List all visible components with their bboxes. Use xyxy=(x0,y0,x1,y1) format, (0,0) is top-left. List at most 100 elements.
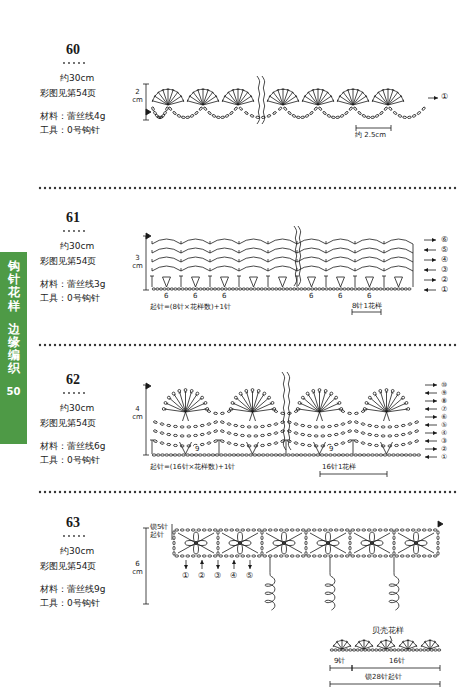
edging-chart-63 xyxy=(186,555,190,557)
edging-chart-60 xyxy=(344,111,348,115)
edging-chart-60 xyxy=(199,107,203,111)
edging-chart-62 xyxy=(306,392,309,395)
edging-chart-60 xyxy=(172,111,176,115)
edging-chart-61 xyxy=(268,259,269,262)
edging-chart-60 xyxy=(343,92,353,105)
edging-chart-62 xyxy=(261,454,265,456)
edging-chart-62 xyxy=(308,454,312,456)
edging-chart-63 xyxy=(305,536,307,540)
row-arrow xyxy=(425,391,437,395)
edging-chart-60 xyxy=(268,89,299,101)
shell-pattern-sample xyxy=(430,640,431,649)
edging-chart-60 xyxy=(388,101,403,105)
dotted-separator xyxy=(349,187,351,189)
edging-chart-60 xyxy=(151,107,154,111)
edging-chart-60 xyxy=(283,96,296,105)
number-dots xyxy=(83,230,85,232)
dotted-separator xyxy=(209,491,211,493)
dimension-line xyxy=(330,681,440,687)
edging-chart-62 xyxy=(361,409,365,413)
dotted-separator xyxy=(224,491,226,493)
edging-chart-61 xyxy=(268,276,269,287)
dotted-separator xyxy=(444,491,446,493)
edging-chart-63 xyxy=(285,541,295,546)
edging-chart-63 xyxy=(263,529,267,531)
break-line xyxy=(262,76,265,124)
edging-chart-62 xyxy=(387,454,391,456)
edging-chart-62 xyxy=(301,433,305,436)
dotted-separator xyxy=(334,344,336,346)
edging-chart-61 xyxy=(152,250,153,253)
number-dots xyxy=(73,392,75,394)
shell-pattern-sample xyxy=(359,642,364,649)
dotted-separator xyxy=(269,491,271,493)
edging-chart-63 xyxy=(290,555,294,557)
dotted-separator xyxy=(94,491,96,493)
edging-chart-63 xyxy=(219,529,223,531)
edging-chart-62 xyxy=(312,454,316,456)
edging-chart-63 xyxy=(285,529,289,531)
tool-note: 工具：0号钩针 xyxy=(40,598,100,608)
edging-chart-63 xyxy=(356,529,360,531)
edging-chart-60 xyxy=(308,92,318,105)
edging-chart-60 xyxy=(207,111,211,115)
edging-chart-63 xyxy=(349,552,351,556)
edging-chart-63 xyxy=(180,529,184,531)
edging-chart-62 xyxy=(345,454,349,456)
edging-chart-62 xyxy=(245,389,248,392)
edging-chart-62 xyxy=(381,426,385,428)
edging-chart-60 xyxy=(203,107,207,111)
edging-chart-62 xyxy=(395,434,399,437)
dotted-separator xyxy=(244,491,246,493)
dotted-separator xyxy=(159,344,161,346)
edging-chart-61 xyxy=(355,259,356,262)
edging-chart-60 xyxy=(353,90,358,105)
foundation-note: 锁28针起针 xyxy=(364,673,403,681)
edging-chart-63 xyxy=(173,531,175,535)
edging-chart-62 xyxy=(400,454,404,456)
row-number: ⑥ xyxy=(441,235,448,244)
dotted-separator xyxy=(129,491,131,493)
edging-chart-62 xyxy=(354,430,358,433)
edging-chart-61 xyxy=(221,277,229,287)
dotted-separator xyxy=(164,187,166,189)
edging-chart-62 xyxy=(211,454,215,456)
edging-chart-62 xyxy=(395,444,399,447)
edging-chart-62 xyxy=(165,454,169,456)
edging-chart-62 xyxy=(282,454,286,456)
edging-chart-62 xyxy=(415,430,419,433)
dotted-separator xyxy=(194,344,196,346)
dotted-separator xyxy=(229,187,231,189)
dotted-separator xyxy=(184,491,186,493)
dotted-separator xyxy=(324,344,326,346)
edging-chart-63 xyxy=(230,529,234,531)
edging-chart-61 xyxy=(326,268,327,271)
dotted-separator xyxy=(384,491,386,493)
edging-chart-62 xyxy=(287,454,291,456)
material-note: 材料：蕾丝线9g xyxy=(40,584,105,594)
dotted-separator xyxy=(284,491,286,493)
dotted-separator xyxy=(134,187,136,189)
edging-chart-62 xyxy=(201,396,204,399)
edging-chart-62 xyxy=(203,454,207,456)
dotted-separator xyxy=(404,491,406,493)
edging-chart-61 xyxy=(239,248,268,253)
edging-chart-63 xyxy=(415,542,418,545)
dotted-separator xyxy=(249,491,251,493)
edging-chart-61 xyxy=(152,266,181,271)
edging-chart-60 xyxy=(238,90,243,105)
edging-chart-61 xyxy=(300,288,303,290)
edging-chart-62 xyxy=(324,389,327,392)
edging-chart-63 xyxy=(428,529,432,531)
dotted-separator xyxy=(59,491,61,493)
edging-chart-63 xyxy=(384,529,388,531)
edging-chart-62 xyxy=(271,402,274,405)
edging-chart-62 xyxy=(186,409,206,412)
dotted-separator xyxy=(344,187,346,189)
edging-chart-62 xyxy=(301,396,304,399)
edging-chart-62 xyxy=(190,454,194,456)
edging-chart-61 xyxy=(181,250,182,253)
edging-chart-61 xyxy=(325,288,328,290)
edging-chart-63 xyxy=(180,555,184,557)
